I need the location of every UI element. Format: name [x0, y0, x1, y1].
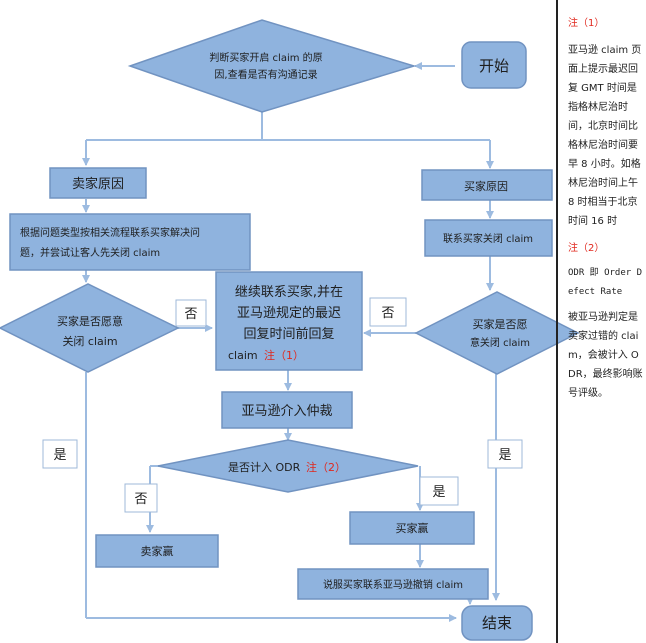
note-1-title: 注（1） — [568, 18, 605, 29]
seller-reason-label: 卖家原因 — [72, 176, 124, 192]
end-label: 结束 — [482, 614, 512, 632]
left-no-label: 否 — [184, 307, 197, 322]
center-box-line-4: claim — [228, 349, 258, 362]
buyer-reason-box — [421, 169, 553, 201]
note-2-title: 注（2） — [568, 243, 605, 254]
right-diamond-line-1: 买家是否愿 — [473, 317, 528, 331]
left-action-box — [9, 213, 251, 271]
center-box-line-3: 回复时间前回复 — [243, 326, 334, 342]
center-box-line-2: 亚马逊规定的最迟 — [237, 305, 341, 321]
center-box-line-1: 继续联系买家,并在 — [235, 284, 343, 300]
diamond-top-line-1: 判断买家开启 claim 的原 — [209, 51, 322, 64]
left-action-line-1: 根据问题类型按相关流程联系买家解决问 — [20, 226, 200, 239]
odr-decision-diamond — [157, 439, 419, 493]
persuade-label: 说服买家联系亚马逊撤销 claim — [323, 578, 463, 591]
right-diamond-line-2: 意关闭 claim — [470, 336, 530, 349]
seller-wins-box — [95, 534, 219, 568]
center-box-note: 注（1） — [264, 348, 304, 362]
seller-reason-box — [49, 167, 147, 199]
note-1-body: 亚马逊 claim 页面上提示最迟回复 GMT 时间是指格林尼治时间，北京时间比… — [568, 45, 642, 227]
right-no-label-box — [369, 297, 407, 327]
buyer-wins-label: 买家赢 — [396, 521, 429, 535]
notes-panel: 注（1） 亚马逊 claim 页面上提示最迟回复 GMT 时间是指格林尼治时间，… — [556, 0, 646, 643]
left-diamond-line-1: 买家是否愿意 — [57, 314, 123, 328]
left-yes-label: 是 — [53, 448, 66, 463]
left-no-label-box — [175, 299, 207, 327]
end-node — [461, 605, 533, 641]
left-diamond-line-2: 关闭 claim — [62, 334, 117, 348]
persuade-box — [297, 568, 489, 600]
right-decision-diamond — [414, 291, 580, 375]
odr-no-label: 否 — [134, 492, 147, 507]
left-yes-label-box — [42, 439, 78, 469]
arbitration-label: 亚马逊介入仲裁 — [241, 403, 332, 419]
diamond-check-communication — [127, 19, 417, 113]
left-action-line-2: 题，并尝试让客人先关闭 claim — [20, 246, 160, 259]
note-2-body: ODR 即 Order Defect Rate — [568, 268, 643, 297]
buyer-reason-label: 买家原因 — [464, 179, 508, 193]
note-3-body: 被亚马逊判定是卖家过错的 claim，会被计入 ODR，最终影响账号评级。 — [568, 312, 643, 399]
odr-diamond-label: 是否计入 ODR — [228, 461, 301, 474]
right-no-label: 否 — [381, 306, 394, 321]
diamond-top-line-2: 因,查看是否有沟通记录 — [214, 68, 317, 81]
seller-wins-label: 卖家赢 — [141, 544, 174, 558]
continue-contact-box — [215, 271, 363, 371]
buyer-wins-box — [349, 511, 475, 545]
right-action-box — [424, 219, 553, 257]
arbitration-box — [221, 391, 353, 429]
right-yes-label: 是 — [498, 448, 511, 463]
right-yes-label-box — [487, 439, 523, 469]
right-action-label: 联系买家关闭 claim — [443, 232, 533, 245]
odr-yes-label-box — [419, 476, 459, 506]
left-decision-diamond — [0, 283, 180, 373]
start-label: 开始 — [479, 57, 509, 75]
odr-no-label-box — [124, 483, 158, 513]
odr-diamond-note: 注（2） — [306, 460, 346, 474]
start-node — [461, 41, 527, 89]
odr-yes-label: 是 — [432, 485, 445, 500]
